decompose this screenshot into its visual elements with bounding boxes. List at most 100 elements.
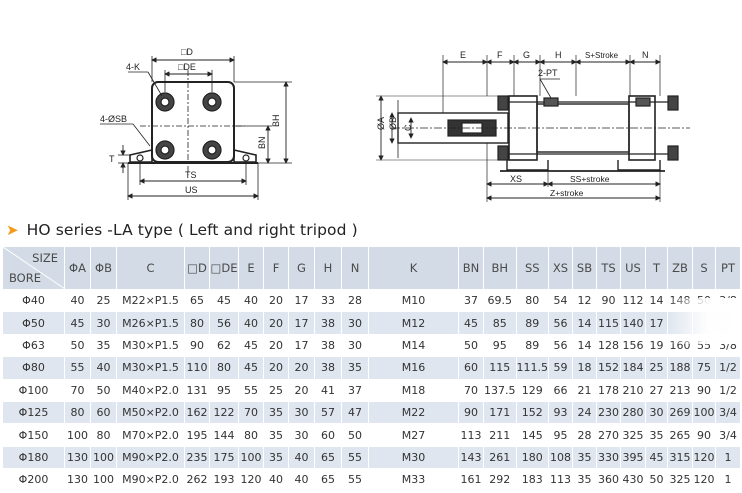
table-cell: 70 bbox=[238, 400, 264, 425]
table-cell: 111.5 bbox=[515, 356, 549, 380]
table-cell: M90×P2.0 bbox=[116, 468, 185, 492]
front-view-labels: □D □DE 4-K 4-ØSB BH BN T TS US bbox=[100, 47, 281, 195]
table-cell: 38 bbox=[314, 333, 342, 358]
table-cell: 20 bbox=[288, 378, 315, 402]
diagonal-divider bbox=[3, 247, 64, 289]
col-header: F bbox=[263, 246, 289, 290]
table-cell: 144 bbox=[209, 423, 239, 447]
table-cell: 130 bbox=[64, 445, 91, 470]
table-cell: 269 bbox=[667, 400, 693, 425]
col-header: □D bbox=[184, 246, 210, 290]
table-cell: 113 bbox=[458, 423, 484, 447]
table-cell: 25 bbox=[263, 378, 289, 402]
table-cell: M50×P2.0 bbox=[116, 400, 185, 425]
col-header: SS bbox=[515, 246, 549, 290]
label-sb: 4-ØSB bbox=[100, 114, 127, 124]
table-cell: 93 bbox=[548, 400, 573, 425]
table-cell: 175 bbox=[209, 445, 239, 470]
table-cell: 40 bbox=[288, 468, 315, 492]
table-cell: 35 bbox=[263, 445, 289, 470]
label-ss-stroke: SS+stroke bbox=[570, 174, 610, 184]
table-cell: 210 bbox=[620, 378, 646, 402]
table-cell: 45 bbox=[209, 288, 239, 313]
table-cell: 100 bbox=[64, 423, 91, 447]
table-cell: 270 bbox=[596, 423, 621, 447]
col-header: ΦB bbox=[90, 246, 117, 290]
size-bore-header: SIZE BORE bbox=[2, 246, 65, 290]
table-cell: 60 bbox=[458, 356, 484, 380]
spec-table: SIZE BORE ΦA ΦB C □D □DE E F G H N K BN … bbox=[2, 246, 741, 492]
bore-cell: Φ63 bbox=[2, 333, 65, 358]
table-cell: 50 bbox=[64, 333, 91, 358]
label-f: F bbox=[497, 50, 503, 60]
table-cell: 140 bbox=[620, 311, 646, 335]
table-cell: 1 bbox=[715, 468, 741, 492]
table-cell: 27 bbox=[645, 378, 668, 402]
table-cell: 95 bbox=[209, 378, 239, 402]
table-cell: 315 bbox=[667, 445, 693, 470]
table-cell: M33 bbox=[368, 468, 459, 492]
table-cell: 115 bbox=[596, 311, 621, 335]
table-cell: M70×P2.0 bbox=[116, 423, 185, 447]
table-cell: 40 bbox=[90, 356, 117, 380]
table-cell: 50 bbox=[90, 378, 117, 402]
arrow-icon: ➤ bbox=[6, 221, 19, 239]
table-cell: 35 bbox=[263, 423, 289, 447]
table-cell: 130 bbox=[64, 468, 91, 492]
table-cell: 25 bbox=[645, 356, 668, 380]
table-cell: 80 bbox=[184, 311, 210, 335]
glare-overlay bbox=[666, 298, 742, 344]
table-cell: 14 bbox=[645, 288, 668, 313]
table-cell: 235 bbox=[184, 445, 210, 470]
table-cell: 30 bbox=[90, 311, 117, 335]
table-cell: 112 bbox=[620, 288, 646, 313]
table-cell: 35 bbox=[263, 400, 289, 425]
table-cell: 30 bbox=[645, 400, 668, 425]
table-cell: 35 bbox=[341, 356, 369, 380]
table-cell: 90 bbox=[692, 423, 716, 447]
table-cell: M27 bbox=[368, 423, 459, 447]
table-cell: 89 bbox=[515, 311, 549, 335]
table-cell: M26×P1.5 bbox=[116, 311, 185, 335]
col-header: C bbox=[116, 246, 185, 290]
label-bn: BN bbox=[257, 136, 267, 149]
table-cell: 262 bbox=[184, 468, 210, 492]
table-cell: 28 bbox=[572, 423, 597, 447]
label-s-stroke: S+Stroke bbox=[585, 51, 619, 60]
col-header: N bbox=[341, 246, 369, 290]
label-d: □D bbox=[181, 47, 193, 57]
col-header: PT bbox=[715, 246, 741, 290]
table-cell: 292 bbox=[483, 468, 517, 492]
table-cell: 90 bbox=[458, 400, 484, 425]
label-us: US bbox=[185, 185, 198, 195]
table-cell: 90 bbox=[692, 378, 716, 402]
table-cell: 325 bbox=[620, 423, 646, 447]
table-cell: 80 bbox=[515, 288, 549, 313]
table-cell: M10 bbox=[368, 288, 459, 313]
col-header: SB bbox=[572, 246, 597, 290]
label-h: H bbox=[555, 50, 562, 60]
table-cell: M30×P1.5 bbox=[116, 333, 185, 358]
label-pt: 2-PT bbox=[538, 68, 558, 78]
side-view-labels: E F G H S+Stroke N 2-PT ØA ØB C XS SS+st… bbox=[376, 50, 649, 198]
table-cell: 35 bbox=[572, 468, 597, 492]
bore-cell: Φ80 bbox=[2, 356, 65, 380]
col-header: TS bbox=[596, 246, 621, 290]
bore-label: BORE bbox=[9, 271, 41, 285]
bore-cell: Φ180 bbox=[2, 445, 65, 470]
col-header: ZB bbox=[667, 246, 693, 290]
table-cell: 24 bbox=[572, 400, 597, 425]
table-cell: 20 bbox=[288, 356, 315, 380]
table-cell: 80 bbox=[64, 400, 91, 425]
col-header: BN bbox=[458, 246, 484, 290]
table-cell: 56 bbox=[548, 333, 573, 358]
table-cell: 56 bbox=[209, 311, 239, 335]
label-de: □DE bbox=[178, 62, 196, 72]
table-cell: 120 bbox=[692, 445, 716, 470]
col-header: E bbox=[238, 246, 264, 290]
table-cell: 265 bbox=[667, 423, 693, 447]
table-cell: 75 bbox=[692, 356, 716, 380]
table-cell: 195 bbox=[184, 423, 210, 447]
